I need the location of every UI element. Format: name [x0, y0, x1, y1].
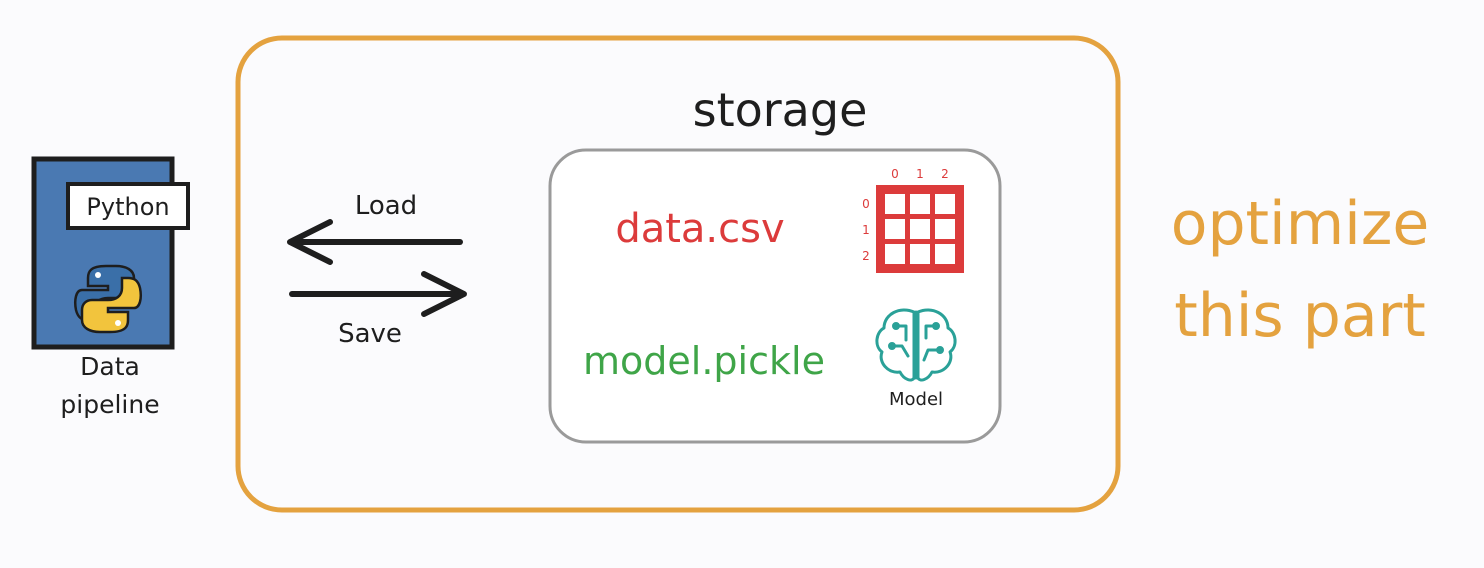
- pipeline-label-line1: Data: [80, 352, 140, 381]
- save-arrow: [289, 271, 467, 317]
- table-row-header-2: 2: [862, 249, 870, 263]
- python-pipeline-block: Python: [31, 156, 190, 350]
- optimize-note: optimize this part: [1130, 178, 1470, 362]
- data-file-name: data.csv: [615, 206, 784, 252]
- table-row-header-1: 1: [862, 223, 870, 237]
- optimize-note-line2: this part: [1174, 281, 1426, 351]
- pipeline-label-line2: pipeline: [60, 390, 160, 419]
- table-row-header-0: 0: [862, 197, 870, 211]
- table-col-header-0: 0: [891, 167, 899, 181]
- table-col-header-1: 1: [916, 167, 924, 181]
- brain-circuit-icon: [875, 308, 957, 382]
- table-col-header-2: 2: [941, 167, 949, 181]
- model-file-name: model.pickle: [583, 339, 825, 383]
- model-caption: Model: [889, 389, 943, 410]
- load-label: Load: [355, 191, 417, 221]
- load-arrow: [287, 219, 463, 265]
- python-logo-icon: [74, 264, 142, 334]
- python-badge-text: Python: [86, 193, 169, 221]
- pipeline-label: Data pipeline: [40, 348, 180, 424]
- save-label: Save: [338, 319, 402, 349]
- python-badge-box: [66, 182, 190, 230]
- storage-title: storage: [693, 83, 868, 137]
- grid-table-icon: [876, 185, 964, 273]
- optimization-frame: [235, 35, 1121, 513]
- optimize-note-line1: optimize: [1170, 189, 1430, 259]
